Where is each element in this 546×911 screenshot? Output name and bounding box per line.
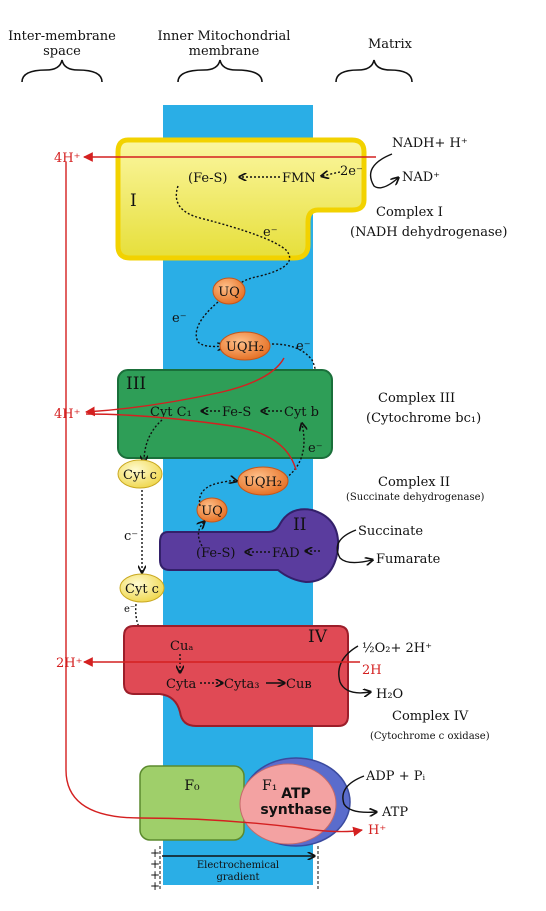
gradient-label-1: Electrochemical [197, 860, 279, 871]
electron-c1: e⁻ [263, 225, 278, 240]
two-electrons: 2e⁻ [340, 164, 363, 179]
fes-3: Fe-S [222, 405, 251, 420]
complex-2-shape [159, 508, 340, 584]
complex-2-label: II [293, 515, 306, 535]
fes-1: (Fe-S) [188, 171, 227, 186]
cu-b: Cuʙ [286, 677, 312, 692]
complex-1-shape [115, 137, 367, 261]
atp-synthase-label-2: synthase [260, 802, 331, 818]
cyt-b: Cyt b [284, 405, 319, 420]
complex-3-name: Complex III [378, 391, 455, 406]
uq-1-label: UQ [218, 285, 240, 300]
nadh-label: NADH+ H⁺ [392, 136, 468, 151]
header-inner-membrane: Inner Mitochondrial [158, 29, 291, 44]
uqh2-1-label: UQH₂ [226, 340, 264, 355]
water-label: H₂O [376, 687, 403, 702]
complex-4-subname: (Cytochrome c oxidase) [370, 731, 490, 742]
complex-3-subname: (Cytochrome bc₁) [366, 411, 481, 426]
fmn: FMN [282, 171, 316, 186]
oxygen-label: ½O₂+ 2H⁺ [362, 641, 432, 656]
complex-1-label: I [130, 191, 137, 211]
complex-4-h-in: 2H [362, 663, 382, 678]
fad: FAD [272, 546, 300, 561]
cu-a: Cuₐ [170, 639, 193, 654]
atp-h-in: H⁺ [368, 823, 386, 838]
complex-4-shape [123, 625, 349, 727]
header-inner-membrane-2: membrane [189, 44, 260, 59]
svg-text:+: + [150, 846, 160, 860]
electron-path-c1-uq [175, 185, 291, 290]
nad-label: NAD⁺ [402, 170, 440, 185]
header-intermembrane-2: space [43, 44, 81, 59]
cyt-c-bottom [119, 573, 165, 603]
uq-2 [196, 497, 228, 523]
complex-1-subname: (NADH dehydrogenase) [350, 225, 507, 240]
adp-label: ADP + Pᵢ [365, 769, 425, 784]
cyt-c-top [117, 459, 163, 489]
svg-text:+: + [150, 879, 160, 893]
arrow-2e-fmn [322, 172, 341, 176]
header-intermembrane: Inter-membrane [8, 29, 116, 44]
complex-2-name: Complex II [378, 475, 450, 490]
electron-c3: e⁻ [308, 441, 323, 456]
uq-2-label: UQ [201, 504, 223, 519]
cyt-c-bottom-label: Cyt c [125, 582, 159, 597]
succinate-label: Succinate [358, 524, 423, 539]
complex-3-h-out: 4H⁺ [54, 407, 80, 422]
gradient-label-2: gradient [216, 872, 259, 883]
succinate-arrow [336, 529, 372, 563]
cyt-c-top-label: Cyt c [123, 468, 157, 483]
oxygen-arrow [338, 645, 370, 693]
complex-2-subname: (Succinate dehydrogenase) [346, 492, 484, 503]
svg-text:+: + [150, 857, 160, 871]
f1-label: F₁ [262, 778, 277, 794]
uqh2-2-label: UQH₂ [244, 475, 282, 490]
cyt-c1: Cyt C₁ [150, 405, 192, 420]
electron-cytc: c⁻ [124, 529, 138, 544]
complex-4-label: IV [308, 627, 328, 647]
electron-path-uqh2-2-cytb [285, 424, 304, 479]
uq-1 [212, 277, 246, 305]
fes-2: (Fe-S) [196, 546, 235, 561]
fumarate-label: Fumarate [376, 552, 441, 567]
electron-path-uq-uqh2 [195, 301, 224, 347]
electron-path-uqh2-cytb [271, 343, 317, 392]
header-matrix: Matrix [368, 37, 413, 52]
atp-synthase-label-1: ATP [281, 786, 311, 802]
cyta3: Cyta₃ [224, 677, 259, 692]
complex-3-shape [117, 369, 333, 459]
adp-arrow [342, 775, 376, 812]
svg-text:+: + [150, 868, 160, 882]
nadh-arrow [369, 153, 398, 189]
gradient-plus-marks: + + + + [150, 846, 160, 893]
complex-4-name: Complex IV [392, 709, 469, 724]
proton-paths [65, 152, 376, 837]
uqh2-1 [219, 331, 271, 361]
electron-path-uq-uqh2-2 [198, 481, 237, 507]
electron-path-fes-uq [198, 522, 204, 547]
complex-3-label: III [126, 374, 146, 394]
electron-cytc-low: e⁻ [124, 604, 135, 615]
complex-1-h-out: 4H⁺ [54, 151, 80, 166]
atp-label: ATP [381, 805, 408, 820]
cyta: Cyta [166, 677, 197, 692]
header-braces [21, 59, 413, 83]
complex-4-h-out: 2H⁺ [56, 656, 82, 671]
complex-1-name: Complex I [376, 205, 443, 220]
f0-label: F₀ [184, 778, 200, 794]
electron-uq-1: e⁻ [172, 311, 187, 326]
